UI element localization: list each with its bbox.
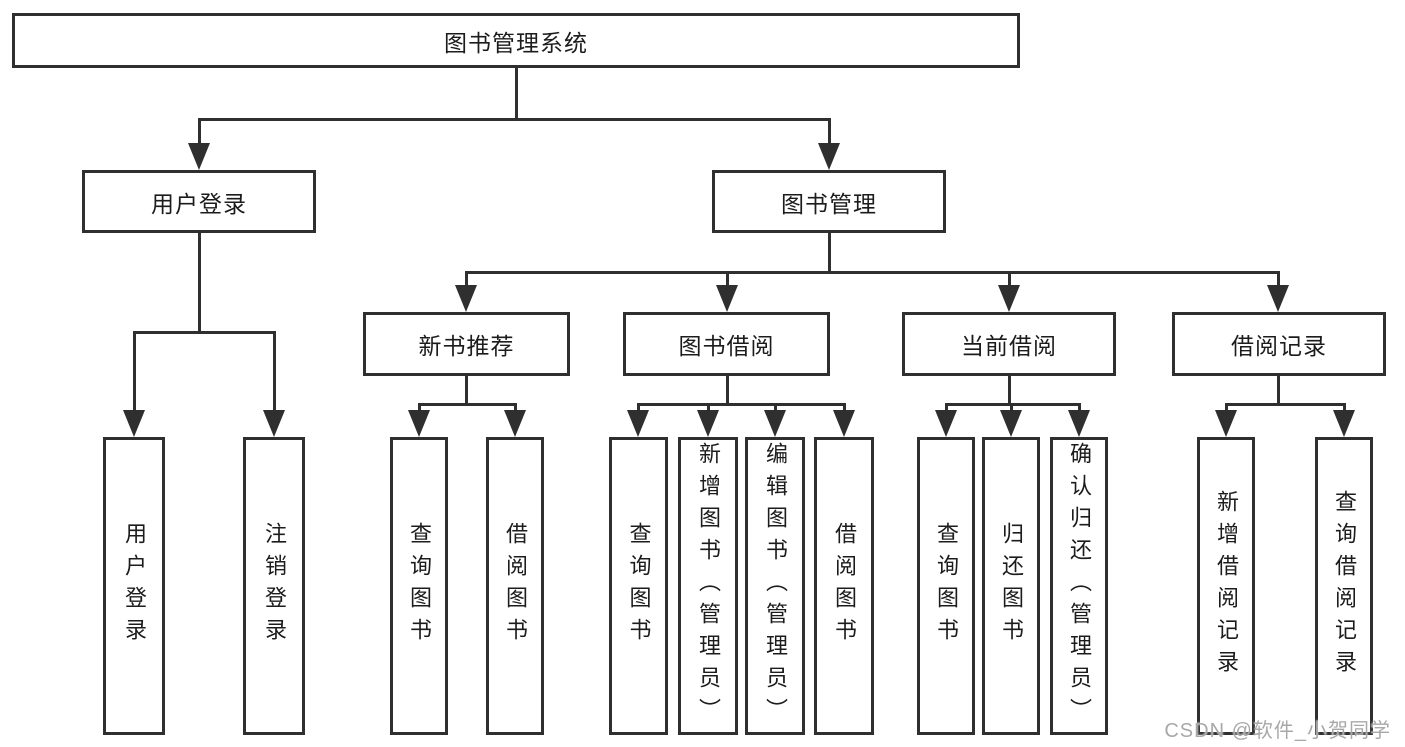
connector-line <box>465 271 1280 274</box>
connector-line <box>828 118 831 146</box>
connector-line <box>945 403 1081 406</box>
leaf-borrow-books: 借阅图书 <box>814 437 874 735</box>
leaf-add-books-admin: 新增图书（管理员） <box>678 437 738 735</box>
connector-line <box>1010 403 1013 411</box>
connector-line <box>465 376 468 405</box>
connector-arrowhead <box>935 410 957 437</box>
connector-line <box>133 331 276 334</box>
connector-line <box>1008 376 1011 405</box>
leaf-label: 编辑图书（管理员） <box>763 442 788 730</box>
connector-line <box>198 118 201 146</box>
connector-line <box>1277 271 1280 287</box>
connector-arrowhead <box>1068 410 1090 437</box>
connector-arrowhead <box>818 143 840 170</box>
leaf-edit-books-admin: 编辑图书（管理员） <box>745 437 805 735</box>
connector-line <box>465 271 468 287</box>
connector-line <box>273 331 276 411</box>
leaf-query-books-current: 查询图书 <box>917 437 975 735</box>
leaf-label: 归还图书 <box>999 522 1024 650</box>
connector-arrowhead <box>455 285 477 312</box>
leaf-query-books-recommend: 查询图书 <box>390 437 448 735</box>
leaf-confirm-return-admin: 确认归还（管理员） <box>1050 437 1108 735</box>
leaf-add-borrow-record: 新增借阅记录 <box>1197 437 1255 735</box>
leaf-query-borrow-record: 查询借阅记录 <box>1315 437 1373 735</box>
connector-line <box>1225 403 1228 411</box>
leaf-user-login: 用户登录 <box>103 437 165 735</box>
connector-arrowhead <box>1000 410 1022 437</box>
node-library-management-system: 图书管理系统 <box>12 13 1020 68</box>
connector-line <box>945 403 948 411</box>
connector-line <box>1277 376 1280 405</box>
leaf-label: 借阅图书 <box>832 522 857 650</box>
node-book-management: 图书管理 <box>712 170 946 233</box>
leaf-label: 新增图书（管理员） <box>696 442 721 730</box>
leaf-label: 新增借阅记录 <box>1214 490 1239 682</box>
connector-line <box>198 233 201 333</box>
connector-line <box>418 403 517 406</box>
connector-line <box>828 233 831 273</box>
csdn-watermark: CSDN @软件_小贺同学 <box>1164 720 1391 742</box>
connector-arrowhead <box>263 410 285 437</box>
leaf-label: 借阅图书 <box>503 522 528 650</box>
leaf-label: 查询图书 <box>626 522 652 650</box>
connector-arrowhead <box>998 285 1020 312</box>
connector-line <box>726 376 729 405</box>
connector-arrowhead <box>764 410 786 437</box>
connector-line <box>198 118 831 121</box>
connector-line <box>514 403 517 411</box>
connector-line <box>774 403 777 411</box>
leaf-logout: 注销登录 <box>243 437 305 735</box>
connector-arrowhead <box>1267 285 1289 312</box>
connector-line <box>1078 403 1081 411</box>
leaf-label: 查询借阅记录 <box>1332 490 1357 682</box>
connector-line <box>515 66 518 120</box>
connector-line <box>1008 271 1011 287</box>
connector-line <box>1225 403 1346 406</box>
connector-arrowhead <box>188 143 210 170</box>
leaf-label: 用户登录 <box>122 522 147 650</box>
connector-line <box>637 403 640 411</box>
node-current-borrowing: 当前借阅 <box>902 312 1116 376</box>
connector-line <box>418 403 421 411</box>
connector-arrowhead <box>123 410 145 437</box>
connector-arrowhead <box>408 410 430 437</box>
connector-arrowhead <box>716 285 738 312</box>
leaf-label: 查询图书 <box>407 522 432 650</box>
leaf-return-books: 归还图书 <box>982 437 1040 735</box>
leaf-query-books-borrowing: 查询图书 <box>609 437 668 735</box>
connector-line <box>637 403 846 406</box>
connector-line <box>726 271 729 287</box>
node-new-book-recommend: 新书推荐 <box>363 312 570 376</box>
connector-arrowhead <box>697 410 719 437</box>
connector-line <box>133 331 136 411</box>
connector-arrowhead <box>833 410 855 437</box>
connector-arrowhead <box>1333 410 1355 437</box>
connector-line <box>843 403 846 411</box>
node-borrowing-records: 借阅记录 <box>1172 312 1386 376</box>
connector-line <box>1343 403 1346 411</box>
connector-arrowhead <box>504 410 526 437</box>
leaf-borrow-books-recommend: 借阅图书 <box>486 437 544 735</box>
connector-arrowhead <box>1215 410 1237 437</box>
leaf-label: 确认归还（管理员） <box>1067 442 1092 730</box>
connector-line <box>707 403 710 411</box>
node-user-login: 用户登录 <box>82 170 316 233</box>
node-book-borrowing: 图书借阅 <box>623 312 830 376</box>
leaf-label: 注销登录 <box>262 522 287 650</box>
leaf-label: 查询图书 <box>934 522 959 650</box>
connector-arrowhead <box>627 410 649 437</box>
